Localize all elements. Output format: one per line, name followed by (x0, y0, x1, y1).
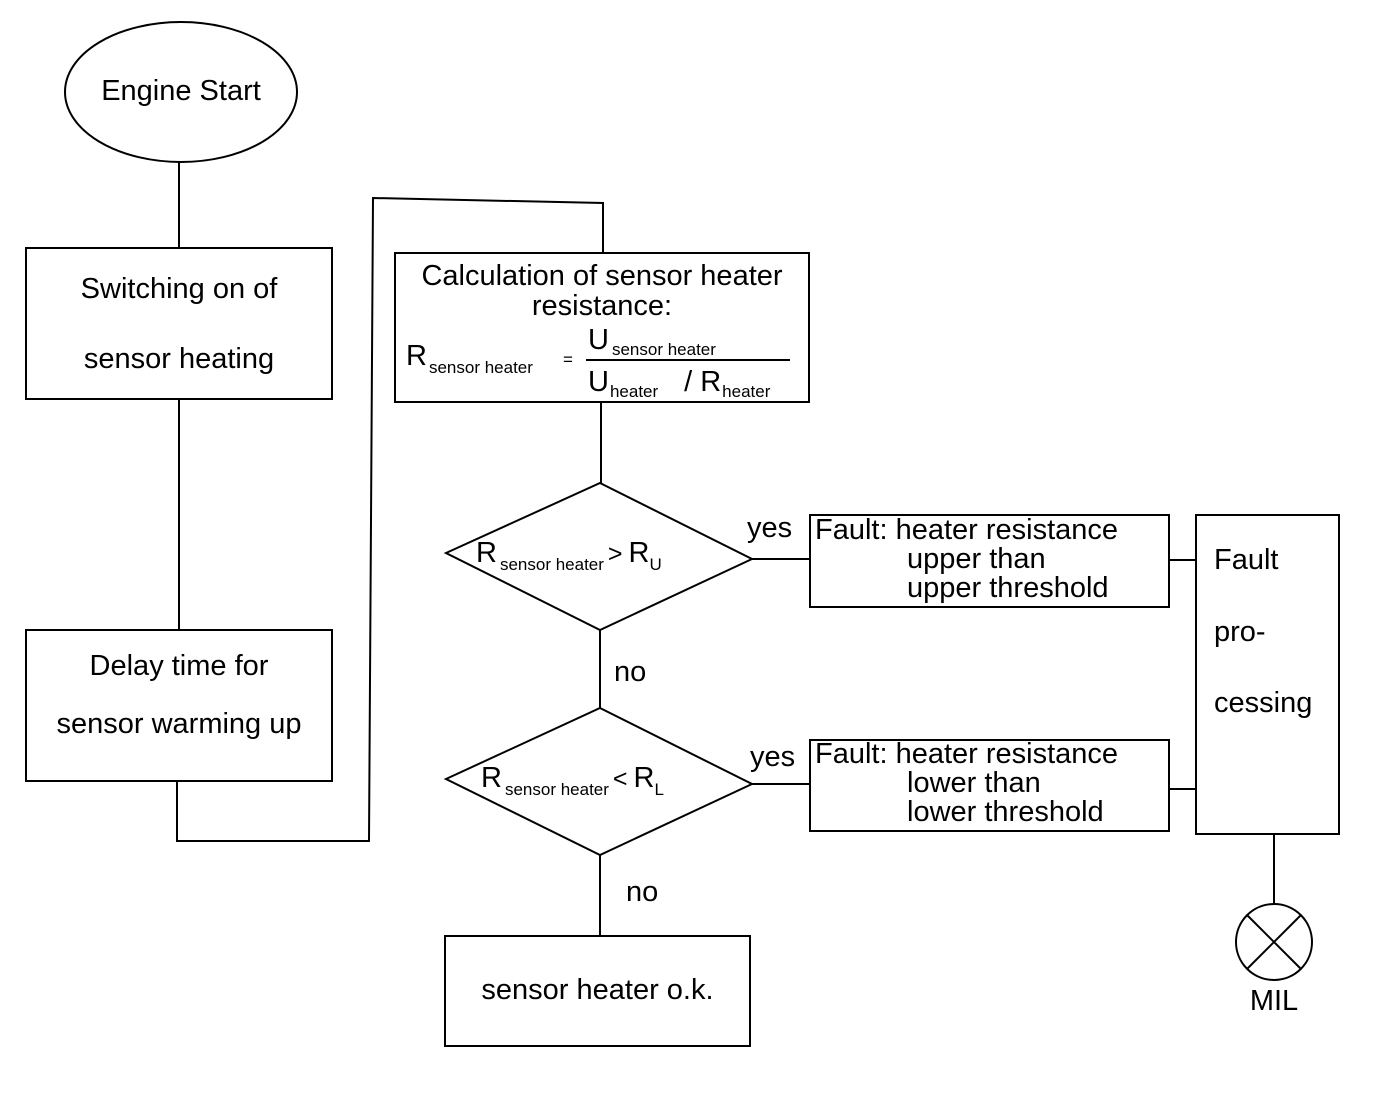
formula-denominator-subscript2: heater (722, 382, 771, 401)
edge-label-no-upper: no (614, 656, 647, 688)
delay-label-line2: sensor warming up (56, 708, 302, 740)
node-fault-processing-box (1195, 514, 1340, 835)
node-decision-lower (443, 706, 755, 857)
fault-lower-line1: Fault: heater resistance (815, 738, 1119, 770)
formula-denominator-symbol2: R (700, 366, 722, 398)
switching-label-line2: sensor heating (83, 343, 275, 375)
decision-lower-operator: < (612, 765, 628, 793)
fault-processing-line1: Fault (1214, 544, 1279, 576)
fault-processing-line3: cessing (1214, 687, 1313, 719)
edge-label-yes-upper: yes (747, 512, 793, 544)
node-ok-box (444, 935, 751, 1047)
formula-lhs-symbol: R (406, 340, 427, 372)
node-delay-box (25, 629, 333, 782)
node-decision-upper (443, 481, 755, 632)
edge-label-yes-lower: yes (750, 741, 796, 773)
formula-denominator-symbol1: U (588, 366, 609, 398)
formula-numerator-symbol: U (588, 324, 609, 356)
decision-lower-rhs-subscript: L (654, 780, 664, 799)
mil-lamp-icon (1235, 903, 1313, 981)
formula-equals: = (563, 350, 573, 369)
calculation-label-line1: Calculation of sensor heater (421, 260, 783, 292)
edge-label-no-lower: no (626, 876, 659, 908)
fault-upper-line3: upper threshold (907, 572, 1109, 604)
fault-lower-line3: lower threshold (907, 796, 1104, 828)
formula-denominator-subscript1: heater (609, 382, 659, 401)
formula-numerator-subscript: sensor heater (611, 340, 716, 359)
decision-upper-operator: > (607, 540, 623, 568)
decision-upper-rhs-symbol: R (628, 537, 650, 569)
fault-processing-line2: pro- (1214, 616, 1266, 648)
engine-start-label: Engine Start (101, 75, 261, 107)
switching-label-line1: Switching on of (80, 273, 278, 305)
node-fault-upper-box (809, 514, 1170, 608)
decision-lower-rhs-symbol: R (633, 762, 655, 794)
mil-lamp-cross-b (1246, 914, 1302, 970)
decision-lower-symbol: R (481, 762, 502, 794)
decision-upper-subscript: sensor heater (499, 555, 604, 574)
decision-upper-symbol: R (476, 537, 497, 569)
calculation-label-line2: resistance: (531, 290, 673, 322)
formula-lhs-subscript: sensor heater (428, 358, 533, 377)
fault-upper-line1: Fault: heater resistance (815, 514, 1119, 546)
node-fault-lower-box (809, 739, 1170, 832)
node-calculation-box (394, 252, 810, 403)
formula-denominator-slash: / (684, 366, 693, 398)
node-engine-start (64, 21, 298, 163)
decision-lower-subscript: sensor heater (504, 780, 609, 799)
mil-label: MIL (1249, 985, 1299, 1017)
ok-label: sensor heater o.k. (481, 974, 714, 1006)
fault-upper-line2: upper than (907, 543, 1046, 575)
decision-upper-rhs-subscript: U (649, 555, 662, 574)
edge-delay-to-calculation (176, 196, 604, 842)
fault-lower-line2: lower than (907, 767, 1041, 799)
delay-label-line1: Delay time for (89, 650, 269, 682)
node-switching-box (25, 247, 333, 400)
formula-denominator: Uheater /Rheater (588, 366, 771, 401)
